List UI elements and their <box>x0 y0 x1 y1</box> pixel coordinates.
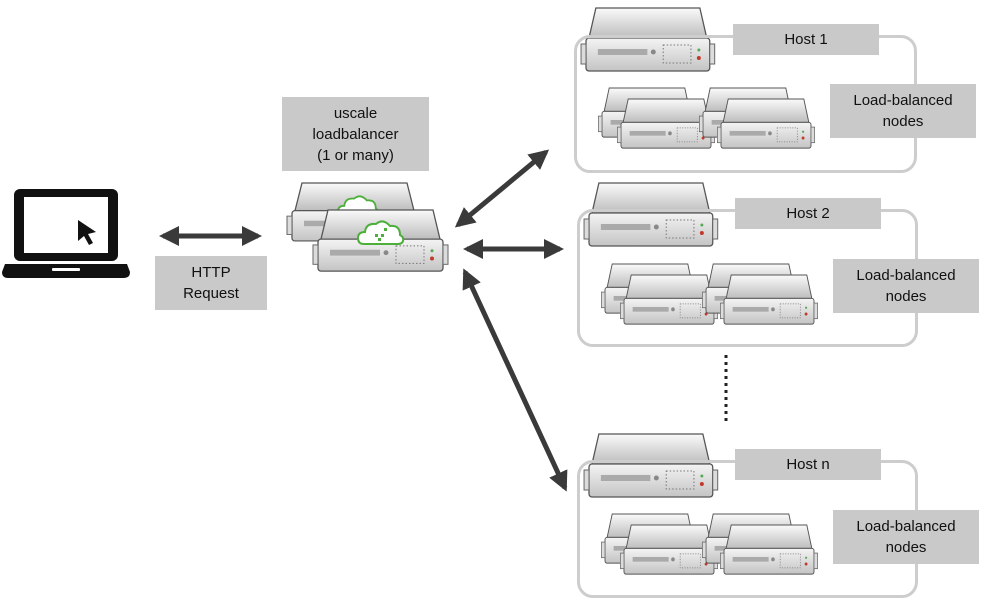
host-n-title-text: Host n <box>786 456 830 473</box>
http-request-line-2: Request <box>183 285 239 302</box>
host-2-title-text: Host 2 <box>786 205 830 222</box>
host-n-nodes-line-1: Load-balanced <box>856 518 956 535</box>
loadbalancer-line-2: loadbalancer <box>312 125 399 143</box>
loadbalancer-line-1: uscale <box>333 104 378 122</box>
http-request-label: HTTP Request <box>155 256 267 310</box>
loadbalancer-line-3: (1 or many) <box>317 146 394 164</box>
host-n-nodes-label: Load-balanced nodes <box>833 510 979 564</box>
host-n-nodes-line-2: nodes <box>885 539 927 556</box>
host-2-nodes-label: Load-balanced nodes <box>833 259 979 313</box>
laptop-icon <box>2 189 130 278</box>
host-n-title: Host n <box>735 449 881 480</box>
host-1-nodes-line-1: Load-balanced <box>853 92 953 109</box>
host-2-nodes-line-1: Load-balanced <box>856 267 956 284</box>
host-2-title: Host 2 <box>735 198 881 229</box>
host-2-nodes-line-2: nodes <box>885 288 927 305</box>
arrow-to-host-1 <box>454 149 550 228</box>
host-1-nodes-label: Load-balanced nodes <box>830 84 976 138</box>
arrow-to-host-n <box>462 268 568 492</box>
loadbalancer-label: uscale loadbalancer (1 or many) <box>282 97 429 171</box>
http-request-line-1: HTTP <box>191 264 231 281</box>
host-1-nodes-line-2: nodes <box>882 113 924 130</box>
host-1-title: Host 1 <box>733 24 879 55</box>
cloud-server-icon <box>312 209 449 272</box>
host-1-title-text: Host 1 <box>784 31 828 48</box>
